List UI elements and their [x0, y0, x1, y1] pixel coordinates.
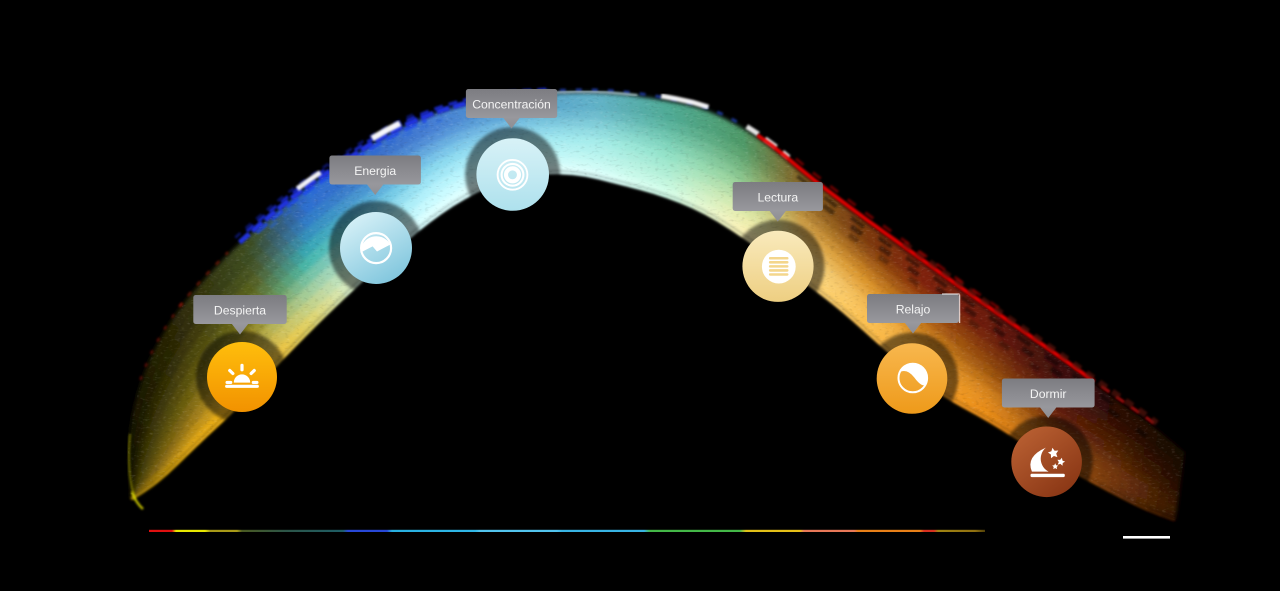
svg-text:Relajo: Relajo	[896, 302, 931, 316]
svg-text:Concentración: Concentración	[472, 97, 551, 111]
svg-text:Dormir: Dormir	[1030, 387, 1067, 401]
svg-text:Lectura: Lectura	[757, 190, 798, 204]
svg-text:Energia: Energia	[354, 164, 396, 178]
svg-text:Despierta: Despierta	[214, 303, 266, 317]
